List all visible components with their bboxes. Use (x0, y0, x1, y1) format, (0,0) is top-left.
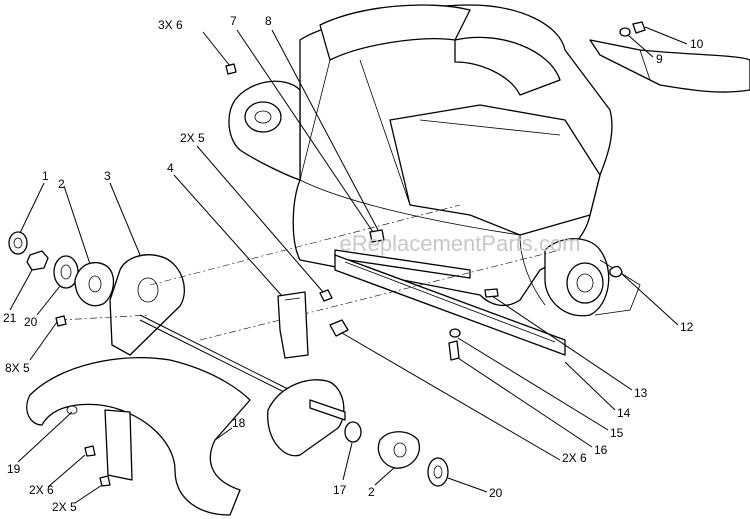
clip-13 (484, 288, 499, 298)
callout-2-left: 2 (58, 177, 65, 191)
nut-21 (26, 250, 49, 271)
callout-20-bottom: 20 (489, 486, 503, 500)
chute-handle (589, 21, 750, 93)
auger-housing (228, 4, 641, 317)
callout-4: 4 (167, 161, 174, 175)
callout-8x5: 8X 5 (5, 361, 30, 375)
callout-2x5-top: 2X 5 (180, 131, 205, 145)
callout-21: 21 (3, 311, 17, 325)
callout-3x6: 3X 6 (158, 18, 183, 32)
callout-15: 15 (610, 426, 624, 440)
washer-1 (8, 231, 28, 255)
callout-20-left: 20 (24, 315, 38, 329)
nut-2x5 (99, 475, 111, 487)
callout-2x6-right: 2X 6 (562, 451, 587, 465)
bushing-17 (344, 421, 362, 443)
bolt-16 (448, 340, 460, 361)
bolt-2x6-left (84, 445, 96, 457)
scraper-bar (334, 254, 566, 356)
callout-2x6-left: 2X 6 (29, 483, 54, 497)
right-auger-plate (267, 319, 449, 487)
bracket-4 (277, 289, 333, 359)
bearing-20-bottom (427, 457, 449, 487)
skid-shoe-18 (26, 357, 251, 516)
callout-1: 1 (42, 169, 49, 183)
callout-19: 19 (7, 462, 21, 476)
washer-15 (449, 328, 461, 338)
callout-3: 3 (104, 169, 111, 183)
callout-14: 14 (617, 406, 631, 420)
flange-2-bottom (377, 431, 420, 469)
callout-7: 7 (230, 14, 237, 28)
callout-labels: 3X 6 7 8 10 9 2X 5 1 2 3 4 21 20 8X 5 12… (3, 14, 704, 514)
left-bearing-stack (8, 231, 115, 307)
callout-13: 13 (634, 386, 648, 400)
washer-9 (619, 27, 631, 37)
callout-9: 9 (656, 52, 663, 66)
callout-2-bottom: 2 (368, 485, 375, 499)
callout-12: 12 (680, 320, 694, 334)
bolt-2x6-right (329, 319, 349, 337)
callout-8: 8 (265, 14, 272, 28)
callout-16: 16 (594, 443, 608, 457)
bolt-2x5 (319, 289, 333, 302)
side-plate-3 (109, 254, 185, 356)
callout-18: 18 (232, 416, 246, 430)
callout-17: 17 (333, 483, 347, 497)
bolt-3x6 (225, 63, 237, 75)
watermark-text: eReplacementParts.com (340, 231, 581, 256)
bolt-8x5 (55, 315, 67, 327)
callout-10: 10 (690, 37, 704, 51)
bolt-10 (632, 21, 646, 34)
auger-shaft (59, 204, 561, 406)
flange-2 (74, 262, 115, 307)
callout-2x5-bottom: 2X 5 (52, 500, 77, 514)
leader-lines (9, 26, 688, 504)
bearing-20 (53, 255, 79, 289)
skid-bracket (104, 409, 133, 481)
